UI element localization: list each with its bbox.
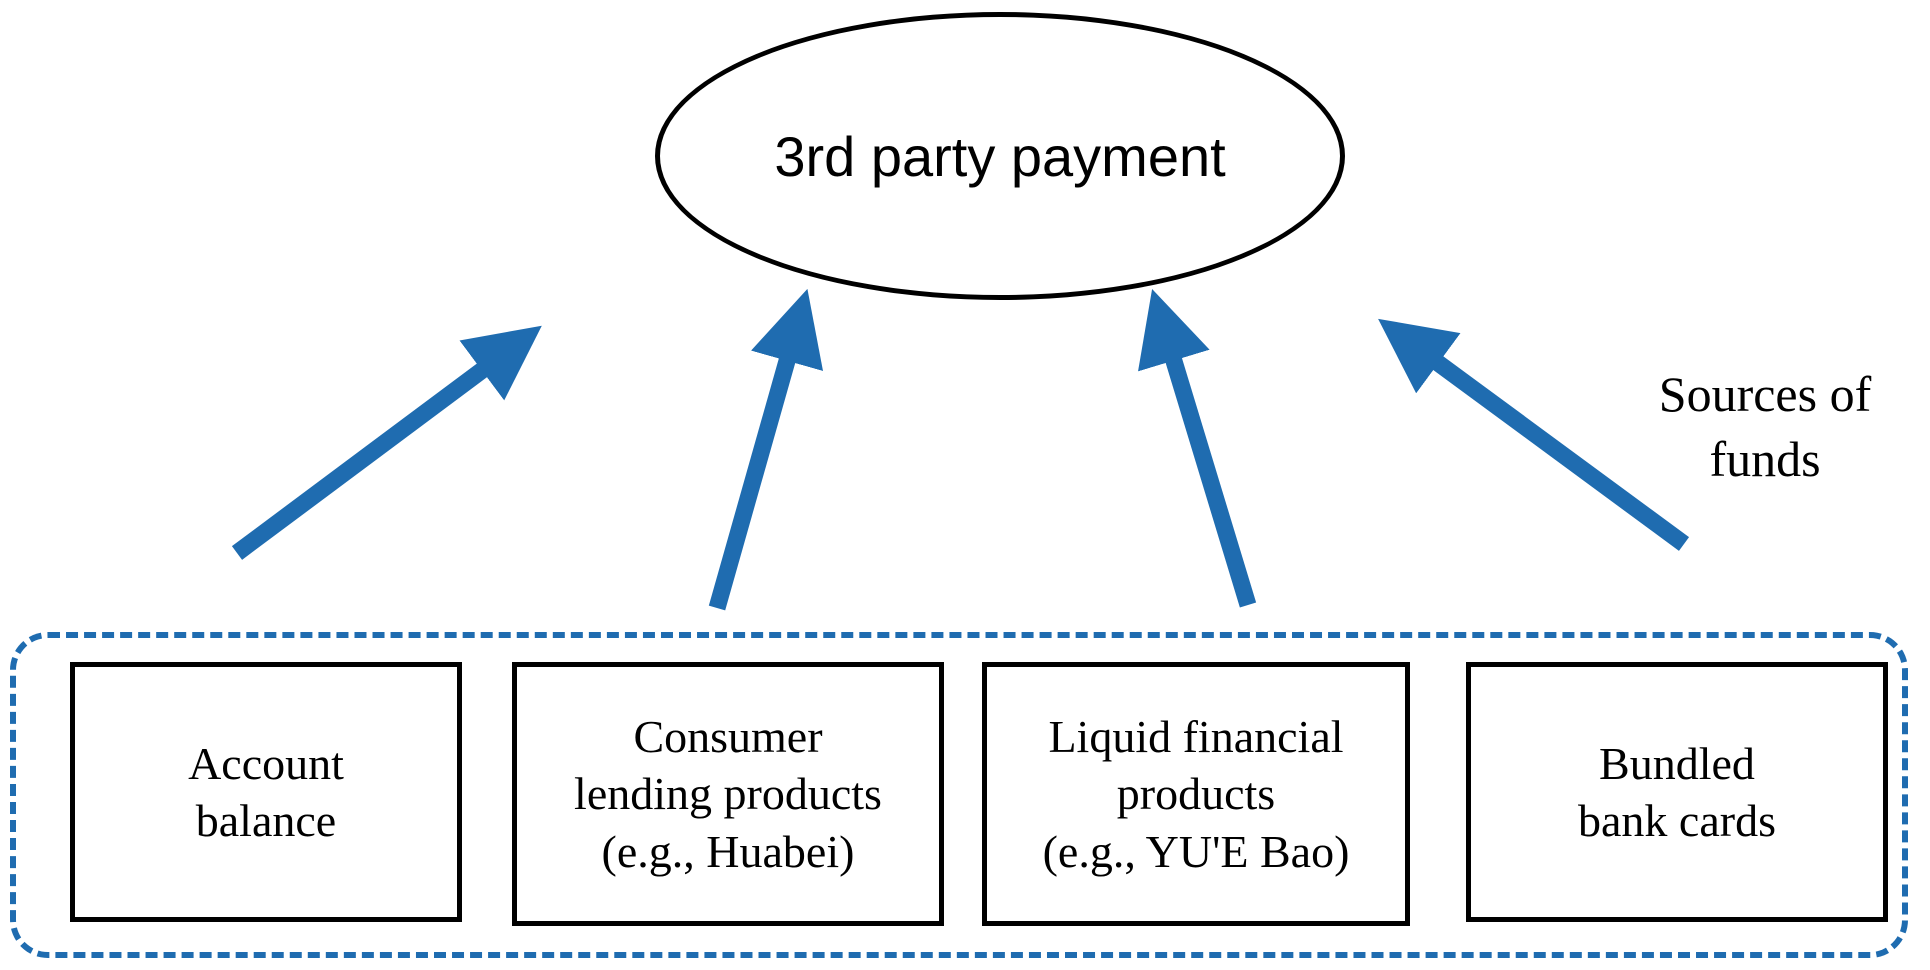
arrow-liquid-financial (1138, 288, 1257, 608)
source-box-consumer-lending: Consumer lending products (e.g., Huabei) (512, 662, 944, 926)
third-party-payment-node: 3rd party payment (655, 12, 1345, 300)
source-box-label: Consumer lending products (e.g., Huabei) (574, 710, 882, 877)
arrow-account-balance (231, 325, 542, 560)
source-box-liquid-financial: Liquid financial products (e.g., YU'E Ba… (982, 662, 1410, 926)
arrow-consumer-lending (708, 288, 824, 611)
sources-of-funds-label: Sources of funds (1658, 366, 1872, 487)
arrow-bundled-bank-cards (1378, 318, 1690, 551)
source-box-label: Account balance (188, 737, 344, 847)
third-party-payment-label: 3rd party payment (774, 124, 1226, 188)
source-box-label: Bundled bank cards (1578, 737, 1776, 847)
source-box-label: Liquid financial products (e.g., YU'E Ba… (1042, 710, 1350, 877)
source-box-account-balance: Account balance (70, 662, 462, 922)
source-box-bundled-bank-cards: Bundled bank cards (1466, 662, 1888, 922)
